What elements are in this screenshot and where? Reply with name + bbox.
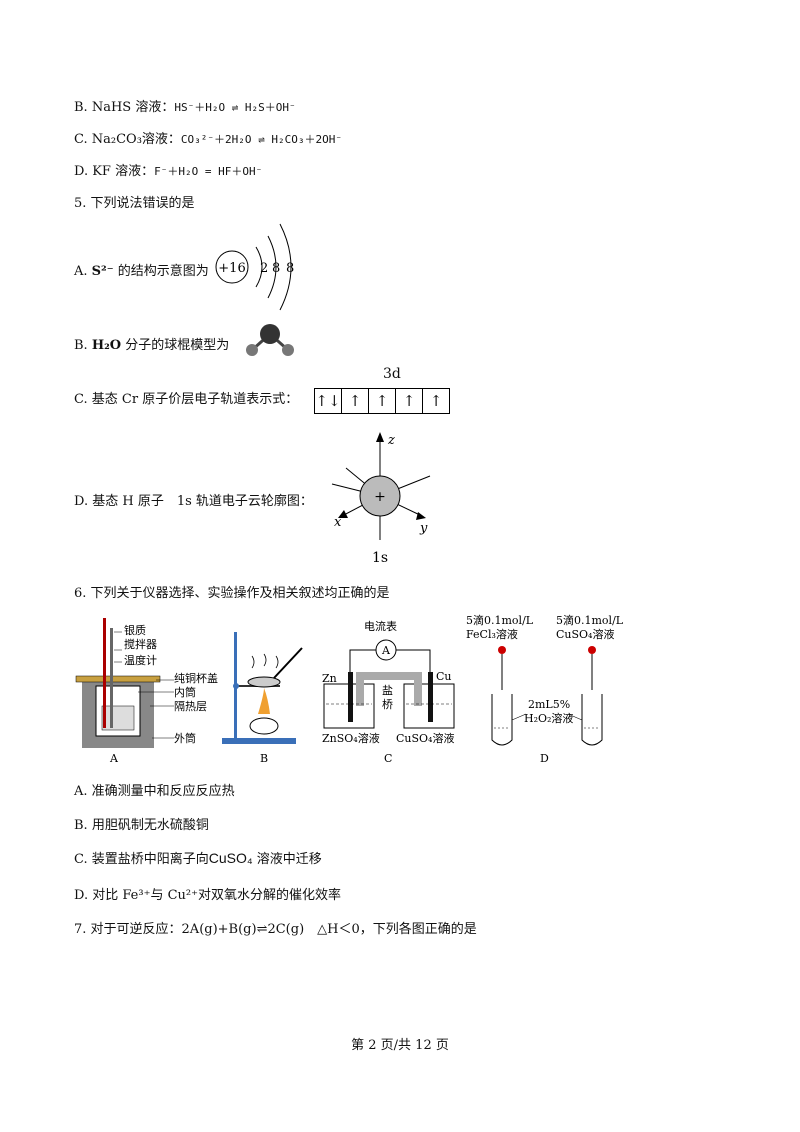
question-7-stem: 7. 对于可逆反应：2A(g)+B(g)⇌2C(g) △H＜0，下列各图正确的是	[74, 922, 477, 937]
caption-d: D	[540, 752, 549, 765]
equation: CO₃²⁻＋2H₂O ⇌ H₂CO₃＋2OH⁻	[180, 133, 342, 146]
water-ball-stick-model	[246, 324, 294, 356]
experiment-figures: 银质 搅拌器 温度计 纯铜杯盖 内筒 隔热层 外筒 A B 电流表 A Zn	[75, 613, 624, 765]
label-inner-cup: 内筒	[174, 685, 196, 699]
orbital-box: ↑	[369, 389, 396, 413]
label-silver: 银质	[124, 623, 146, 637]
formula: CuSO₄	[208, 850, 253, 866]
1s-orbital-diagram: z x y + 1s	[331, 432, 431, 566]
option-text: 基态 Cr 原子价层电子轨道表示式：	[91, 392, 299, 407]
middle-line1: 2mL5%	[528, 698, 570, 711]
label-stirrer: 搅拌器	[124, 637, 157, 651]
sulfide-structure-diagram: +16 2 8 8	[215, 223, 294, 311]
option-6d: D. 对比 Fe³⁺与 Cu²⁺对双氧水分解的催化效率	[74, 884, 341, 903]
caption-c: C	[384, 752, 392, 765]
left-electrode: Zn	[322, 672, 337, 685]
option-5d: D. 基态 H 原子 1s 轨道电子云轮廓图：	[74, 490, 313, 509]
option-text: 分子的球棍模型为	[125, 338, 230, 353]
axis-y-label: y	[419, 521, 428, 536]
label-copper-lid: 纯铜杯盖	[174, 671, 218, 685]
shell-2-count: 8	[272, 261, 280, 276]
page-footer: 第 2 页/共 12 页	[351, 1038, 449, 1053]
orbital-box: ↑	[429, 392, 443, 410]
equation: F⁻＋H₂O = HF＋OH⁻	[154, 165, 263, 178]
option-4d: D. KF 溶液：F⁻＋H₂O = HF＋OH⁻	[74, 160, 262, 179]
question-5-stem: 5. 下列说法错误的是	[74, 196, 195, 211]
option-6b: B. 用胆矾制无水硫酸铜	[74, 818, 209, 833]
option-5b: B. H₂O 分子的球棍模型为	[74, 334, 229, 353]
option-text-end: 溶液中迁移	[256, 852, 322, 867]
axis-z-label: z	[387, 433, 395, 448]
option-text-end: 对双氧水分解的催化效率	[198, 888, 342, 903]
caption-b: B	[260, 752, 268, 765]
option-prefix: B.	[74, 338, 88, 353]
option-4c: C. Na₂CO₃溶液：CO₃²⁻＋2H₂O ⇌ H₂CO₃＋2OH⁻	[74, 128, 342, 147]
ion-formula: S²⁻	[91, 264, 114, 279]
molecule-formula: H₂O	[91, 338, 122, 353]
nucleus-charge: +16	[218, 261, 245, 276]
option-4b: B. NaHS 溶液：HS⁻＋H₂O ⇌ H₂S＋OH⁻	[74, 96, 296, 115]
orbital-box: ↑	[396, 389, 423, 413]
middle-line2: H₂O₂溶液	[524, 711, 573, 725]
option-5c: C. 基态 Cr 原子价层电子轨道表示式：	[74, 388, 298, 407]
figure-d-catalysis: 5滴0.1mol/L FeCl₃溶液 5滴0.1mol/L CuSO₄溶液 2m…	[466, 613, 624, 765]
right-electrode: Cu	[436, 670, 452, 683]
ion-fe: Fe³⁺	[122, 888, 151, 903]
shell-1-count: 2	[260, 261, 268, 276]
option-label: C. Na₂CO₃溶液：	[74, 132, 181, 147]
caption-a: A	[109, 752, 119, 765]
figure-c-cell: 电流表 A Zn Cu 盐 桥 ZnSO₄溶液 CuSO₄溶液 C	[322, 619, 455, 765]
axis-x-label: x	[334, 515, 342, 530]
label-thermometer: 温度计	[124, 653, 157, 667]
question-6-stem: 6. 下列关于仪器选择、实验操作及相关叙述均正确的是	[74, 586, 390, 601]
bridge-label-2: 桥	[382, 698, 393, 711]
option-text: D. 对比	[74, 888, 119, 903]
right-solution: CuSO₄溶液	[396, 731, 454, 745]
right-top-line1: 5滴0.1mol/L	[556, 613, 624, 627]
orbital-label: 3d	[383, 366, 401, 382]
shell-3-count: 8	[286, 261, 294, 276]
meter-label: 电流表	[364, 619, 397, 633]
option-prefix: C.	[74, 392, 88, 407]
orbital-caption: 1s	[372, 550, 388, 566]
orbital-diagram: ↑↓ ↑ ↑ ↑ ↑	[314, 388, 450, 414]
center-sign: +	[374, 489, 386, 505]
option-text: 基态 H 原子 1s 轨道电子云轮廓图：	[92, 494, 313, 509]
right-top-line2: CuSO₄溶液	[556, 627, 614, 641]
label-outer-cup: 外筒	[174, 731, 196, 745]
left-solution: ZnSO₄溶液	[322, 731, 380, 745]
ion-cu: Cu²⁺	[167, 888, 199, 903]
meter-symbol: A	[381, 644, 391, 657]
option-6a: A. 准确测量中和反应反应热	[74, 784, 235, 799]
orbital-box: ↑↓	[315, 389, 342, 413]
option-prefix: D.	[74, 494, 89, 509]
equation: HS⁻＋H₂O ⇌ H₂S＋OH⁻	[174, 101, 296, 114]
option-text: C. 装置盐桥中阳离子向	[74, 852, 209, 867]
label-insulation: 隔热层	[174, 700, 207, 713]
option-5a: A. S²⁻ 的结构示意图为	[74, 260, 209, 279]
option-label: D. KF 溶液：	[74, 164, 155, 179]
left-top-line2: FeCl₃溶液	[466, 627, 518, 641]
option-6c: C. 装置盐桥中阳离子向CuSO₄ 溶液中迁移	[74, 848, 322, 867]
orbital-box: ↑	[342, 389, 369, 413]
left-top-line1: 5滴0.1mol/L	[466, 613, 534, 627]
option-prefix: A.	[74, 264, 88, 279]
bridge-label-1: 盐	[382, 684, 393, 697]
option-text: 的结构示意图为	[117, 264, 209, 279]
connector: 与	[150, 888, 164, 903]
figure-b-heating: B	[222, 632, 303, 765]
option-label: B. NaHS 溶液：	[74, 100, 175, 115]
figure-a-calorimeter: 银质 搅拌器 温度计 纯铜杯盖 内筒 隔热层 外筒 A	[75, 618, 218, 765]
